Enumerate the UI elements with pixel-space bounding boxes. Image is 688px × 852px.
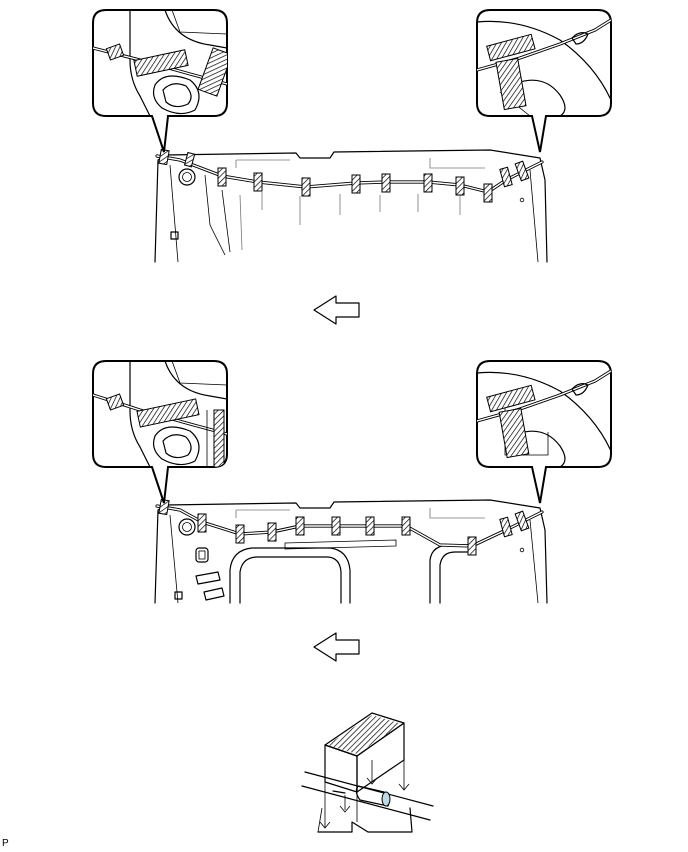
tape-marks-1 — [158, 148, 530, 203]
tape-marks-2 — [158, 498, 530, 556]
scene-2-headliner — [92, 360, 612, 604]
callout-left-1 — [92, 9, 228, 153]
left-arrow-icon — [313, 295, 360, 325]
callout-right-2 — [476, 360, 612, 504]
scene-1-headliner — [92, 9, 612, 263]
tape-detail — [301, 712, 434, 833]
callout-left-2 — [92, 360, 228, 504]
callout-right-1 — [476, 9, 612, 153]
corner-label: P — [2, 838, 9, 849]
left-arrow-icon — [313, 632, 360, 662]
